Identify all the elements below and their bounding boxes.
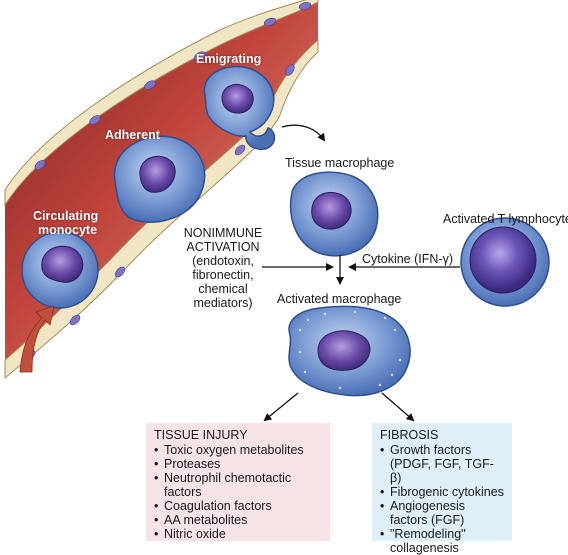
list-item: Proteases [154,457,322,471]
to-tissue-injury-arrow [263,392,299,422]
circulating-monocyte-cell [21,231,99,309]
circulating-label-line2: monocyte [38,223,98,237]
activated-macrophage-label: Activated macrophage [277,292,402,306]
nonimmune-line: ACTIVATION [186,240,260,254]
list-item: "Remodeling" [380,527,504,541]
list-item: AA metabolites [154,513,322,527]
nonimmune-line: (endotoxin, [192,254,254,268]
list-item: Angiogenesis [380,499,504,513]
nonimmune-activation-label: NONIMMUNE ACTIVATION (endotoxin, fibrone… [177,226,269,310]
list-item: Neutrophil chemotactic [154,471,322,485]
list-item-continuation: factors (FGF) [390,513,465,527]
tissue-injury-title: TISSUE INJURY [154,428,248,442]
activated-t-lymphocyte-label: Activated T lymphocyte [443,212,568,226]
list-item: Toxic oxygen metabolites [154,443,322,457]
blood-flow-arrow [19,305,55,373]
activation-granules [298,310,402,390]
list-item-continuation: factors [164,485,202,499]
activated-t-lymphocyte-cell [460,217,550,307]
list-item: Growth factors [380,443,504,457]
tissue-macrophage-label: Tissue macrophage [285,156,395,170]
cytokine-label: Cytokine (IFN-γ) [362,252,453,266]
list-item: Coagulation factors [154,499,322,513]
circulating-label-line1: Circulating [33,209,99,223]
nonimmune-line: NONIMMUNE [183,226,263,240]
emigration-arrow [281,124,326,142]
emigrating-monocyte-cell [203,65,276,150]
list-item: Nitric oxide [154,527,322,541]
tissue-macrophage-cell [289,171,379,257]
nonimmune-line: chemical [198,282,248,296]
list-item-continuation: (PDGF, FGF, TGF-β) [390,457,494,485]
fibrosis-title: FIBROSIS [380,428,439,442]
list-item-continuation: collagenesis [390,541,459,555]
tissue-injury-list: Toxic oxygen metabolites Proteases Neutr… [154,443,322,541]
list-item: Fibrogenic cytokines [380,485,504,499]
fibrosis-box: FIBROSIS Growth factors (PDGF, FGF, TGF-… [372,423,512,555]
activated-macrophage-cell [288,305,411,397]
adherent-monocyte-cell [113,135,206,223]
tissue-injury-box: TISSUE INJURY Toxic oxygen metabolites P… [146,423,330,541]
fibrosis-list: Growth factors (PDGF, FGF, TGF-β) Fibrog… [380,443,504,555]
emigrating-label: Emigrating [196,52,262,66]
monocyte-macrophage-diagram [4,0,550,422]
nonimmune-line: fibronectin, [192,268,254,282]
nonimmune-line: mediators) [193,296,253,310]
to-fibrosis-arrow [381,392,415,422]
adherent-label: Adherent [105,128,160,142]
